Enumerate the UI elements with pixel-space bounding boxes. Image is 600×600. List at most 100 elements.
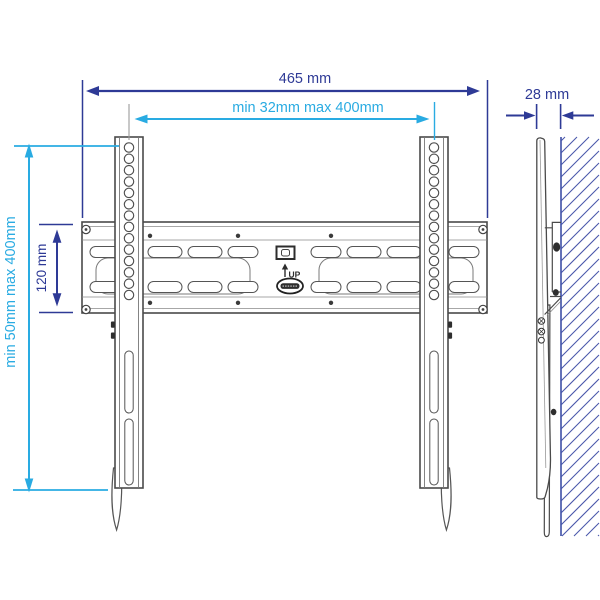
wall-hatch-line [561,258,600,297]
rail-tab [448,321,453,328]
wall-hatch-line [561,330,600,369]
arrowhead-left-icon [86,86,99,96]
wall-hatch-line [561,210,600,249]
rail-hole [123,267,135,278]
rail-tab [110,321,115,328]
wall-hatch-line [561,150,600,189]
rail-hole [123,142,135,153]
vesa-width-label: min 32mm max 400mm [232,100,383,116]
wall-hatch-line [561,306,600,345]
rail-hole [428,289,440,301]
rail-slot [124,418,134,486]
rail-hole [428,221,440,233]
wall-hatch-line [561,294,600,333]
dimension-depth: 28 mm [506,87,594,129]
wall-hatch-line [561,136,590,165]
dimension-vesa-height: min 50mm max 400mm [3,143,119,493]
rail-hole [428,210,440,221]
wall-hatch-line [561,198,600,237]
dimension-vesa-width: min 32mm max 400mm [128,100,436,140]
rail-hole [428,199,440,210]
rail-hole [123,176,135,187]
plate-slots-top [89,246,480,258]
spirit-level [275,245,296,260]
wall-hatch-line [561,162,600,201]
total-width-label: 465 mm [279,71,331,87]
side-wall-bracket [544,221,561,416]
wall-hatch-line [561,270,600,309]
rail-tab [110,332,115,339]
arrowhead-left-icon [561,111,574,120]
arrowhead-down-icon [24,478,34,493]
rail-hole [428,176,440,187]
rail-hole [123,289,135,301]
wall-hatch-line [561,390,600,429]
up-arrow-icon [281,263,289,277]
arrowhead-right-icon [467,86,480,96]
wall-hatch-line [561,366,600,405]
wall-hatch-line [597,534,600,537]
brand-logo [276,277,304,295]
wall-hatch-line [561,438,600,477]
right-rail [419,136,453,489]
wall-hatch-line [561,462,600,501]
rail-hole [428,164,440,176]
rail-hole [123,278,135,289]
rail-hole [428,233,440,244]
rail-hole [123,187,135,199]
rail-holes [123,142,440,301]
bracket-knob [550,408,557,416]
bracket-knob [553,242,561,252]
wall-hatch-line [561,246,600,285]
rail-slot [124,350,134,414]
rail-hole [428,153,440,165]
rail-hole [428,142,440,153]
rail-hole [123,244,135,255]
front-view: UP [81,136,488,532]
wall-hatch-line [561,402,600,441]
wall-hatch-line [561,486,600,525]
bracket-knob [552,289,559,296]
side-view [536,136,600,538]
wall-hatch-line [561,136,566,141]
up-marking: UP [281,263,301,280]
plate-corner-screws [81,224,488,315]
side-rail-inner-line [539,139,547,469]
wall-hatch-line [561,186,600,225]
rail-tab [448,332,453,339]
rail-hole [428,278,440,289]
rail-hole [123,210,135,221]
dimension-plate-height: 120 mm [34,223,73,314]
wall-hatch-line [561,474,600,513]
wall-hatch-line [561,354,600,393]
wall-hatch-line [561,378,600,417]
wall-hatch-line [561,136,578,153]
rail-hole [123,164,135,176]
rail-hole [428,244,440,255]
rail-hole [123,233,135,244]
rail-slot [429,418,439,486]
rail-slot [429,350,439,414]
arrowhead-up-icon [52,229,62,243]
rail-hole [123,255,135,267]
wall-hatch-line [561,138,600,177]
wall-hatch-line [561,498,600,537]
wall-hatch-line [561,174,600,213]
depth-label: 28 mm [525,87,569,103]
wall-hatch-line [561,234,600,273]
wall-hatch-line [561,426,600,465]
arrowhead-right-icon [524,111,536,120]
wall-hatch-line [561,414,600,453]
wall-hatch-line [561,282,600,321]
rail-hole [428,187,440,199]
rail-hole [123,199,135,210]
wall-hatch-line [561,450,600,489]
arrowhead-down-icon [52,293,62,307]
wall-hatch-line [561,342,600,381]
wall-hatch-line [561,222,600,261]
rail-hole [123,153,135,165]
vesa-height-label: min 50mm max 400mm [3,216,19,367]
up-label: UP [289,270,301,280]
wall-hatch-line [585,522,600,537]
